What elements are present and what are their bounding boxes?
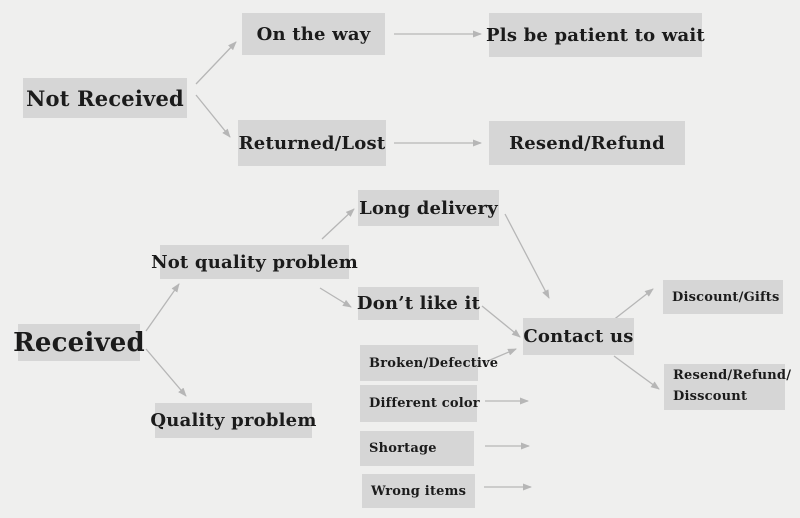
node-pls-be-patient: Pls be patient to wait [486, 13, 705, 57]
edge-not-received-returned-lost [195, 94, 231, 138]
edge-dont-like-contact-us [481, 305, 521, 338]
edge-long-delivery-contact-us [504, 213, 550, 299]
node-on-the-way: On the way [242, 13, 385, 55]
node-received: Received [13, 324, 145, 361]
node-quality-problem: Quality problem [150, 403, 316, 438]
node-resend-refund-disscount-line2: Disscount [673, 389, 748, 404]
node-resend-refund-disscount: Resend/Refund/ Disscount [664, 364, 791, 410]
edge-contact-us-resend-disscount [613, 355, 660, 390]
edge-received-quality [145, 348, 187, 397]
edge-received-not-quality [145, 283, 180, 332]
node-wrong-items: Wrong items [362, 474, 475, 508]
node-returned-lost: Returned/Lost [238, 120, 386, 166]
node-not-quality-problem: Not quality problem [151, 245, 358, 279]
edge-contact-us-discount-gifts [611, 288, 654, 322]
node-discount-gifts: Discount/Gifts [663, 280, 783, 314]
node-not-received: Not Received [23, 78, 187, 118]
node-shortage: Shortage [360, 431, 474, 466]
node-long-delivery: Long delivery [358, 190, 499, 226]
node-resend-refund: Resend/Refund [489, 121, 685, 165]
edge-not-received-on-the-way [195, 41, 237, 85]
node-contact-us: Contact us [523, 318, 634, 355]
node-dont-like-it: Don’t like it [357, 287, 480, 320]
node-resend-refund-disscount-line1: Resend/Refund/ [673, 368, 792, 384]
edge-not-quality-dont-like [319, 287, 352, 308]
edge-not-quality-long-delivery [321, 208, 355, 240]
node-broken-defective: Broken/Defective [360, 345, 498, 381]
node-different-color: Different color [360, 385, 480, 422]
